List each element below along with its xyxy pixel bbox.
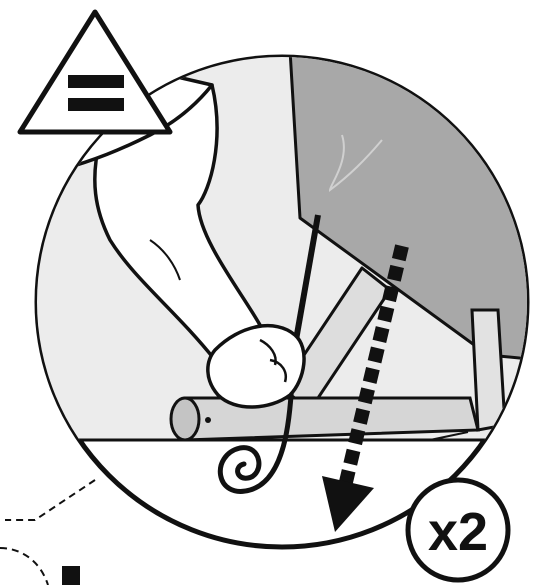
- repeat-count-label: x2: [428, 502, 488, 562]
- callout-leader-line: [0, 480, 95, 585]
- repeat-badge: x2: [408, 480, 508, 580]
- equals-symbol-icon: [68, 75, 124, 88]
- warning-triangle: [20, 12, 170, 132]
